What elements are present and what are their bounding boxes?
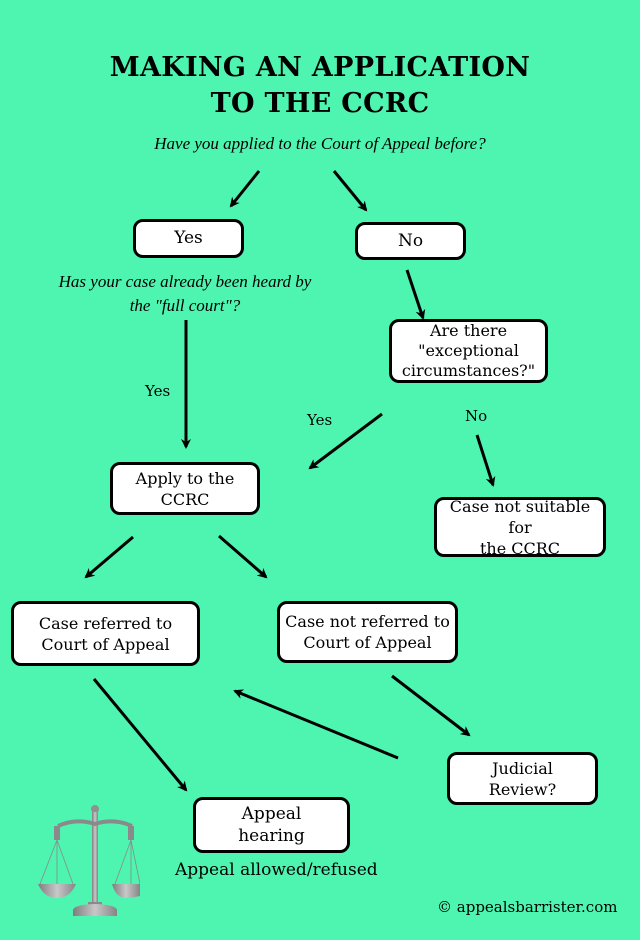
node-no: No <box>355 222 466 260</box>
node-referred-line-1: Case referred to <box>38 613 173 633</box>
node-not-suitable: Case not suitable for the CCRC <box>434 496 606 558</box>
edge-label-exceptional-yes: Yes <box>307 411 333 429</box>
question-full-court-line-1: Has your case already been heard by <box>58 272 312 291</box>
arrow-referred-to-hearing <box>92 678 188 792</box>
arrow-apply-to-referred <box>84 535 134 579</box>
node-yes: Yes <box>133 219 244 258</box>
arrow-to-yes <box>229 170 261 208</box>
arrow-exceptional-no-to-not-suitable <box>475 434 496 487</box>
node-referred-line-2: Court of Appeal <box>41 634 170 654</box>
arrow-exceptional-yes-to-apply <box>308 412 383 470</box>
arrow-not-referred-to-judicial <box>391 674 471 737</box>
arrow-judicial-to-referred <box>233 689 399 760</box>
copyright-footer: © appealsbarrister.com <box>437 898 618 916</box>
arrow-no-to-exceptional <box>405 269 426 320</box>
node-exceptional-line-3: circumstances?" <box>401 361 536 380</box>
node-judicial-line-2: Review? <box>488 779 557 799</box>
title-line-2: TO THE CCRC <box>210 88 430 119</box>
question-full-court: Has your case already been heard by the … <box>20 270 350 318</box>
node-exceptional-line-2: "exceptional <box>418 341 519 360</box>
node-not-suitable-line-2: the CCRC <box>479 538 561 558</box>
node-not-suitable-line-1: Case not suitable for <box>449 496 591 537</box>
node-apply-line-1: Apply to the <box>135 468 235 488</box>
node-no-label: No <box>397 230 424 251</box>
arrow-to-no <box>332 170 368 212</box>
node-not-referred-line-2: Court of Appeal <box>303 633 432 652</box>
node-apply-to-ccrc: Apply to the CCRC <box>110 462 260 515</box>
question-full-court-line-2: the "full court"? <box>129 296 241 315</box>
outcome-label: Appeal allowed/refused <box>175 860 378 880</box>
node-case-not-referred: Case not referred to Court of Appeal <box>277 601 458 663</box>
edge-label-exceptional-no: No <box>465 407 488 425</box>
title-line-1: MAKING AN APPLICATION <box>109 52 531 83</box>
node-not-referred-line-1: Case not referred to <box>285 612 450 631</box>
node-appeal-hearing: Appeal hearing <box>193 797 350 853</box>
node-judicial-review: Judicial Review? <box>447 752 598 805</box>
node-exceptional-line-1: Are there <box>429 321 508 340</box>
node-yes-label: Yes <box>174 228 203 248</box>
question-applied-before: Have you applied to the Court of Appeal … <box>154 134 486 153</box>
scales-of-justice-icon <box>38 805 140 916</box>
edge-label-full-court-yes: Yes <box>145 382 171 400</box>
node-judicial-line-1: Judicial <box>492 758 553 778</box>
arrow-apply-to-not-referred <box>218 534 268 579</box>
node-hearing-line-2: hearing <box>238 826 305 846</box>
node-exceptional-circumstances: Are there "exceptional circumstances?" <box>389 319 548 383</box>
node-hearing-line-1: Appeal <box>241 804 302 824</box>
node-apply-line-2: CCRC <box>160 489 210 509</box>
node-case-referred: Case referred to Court of Appeal <box>11 601 200 666</box>
